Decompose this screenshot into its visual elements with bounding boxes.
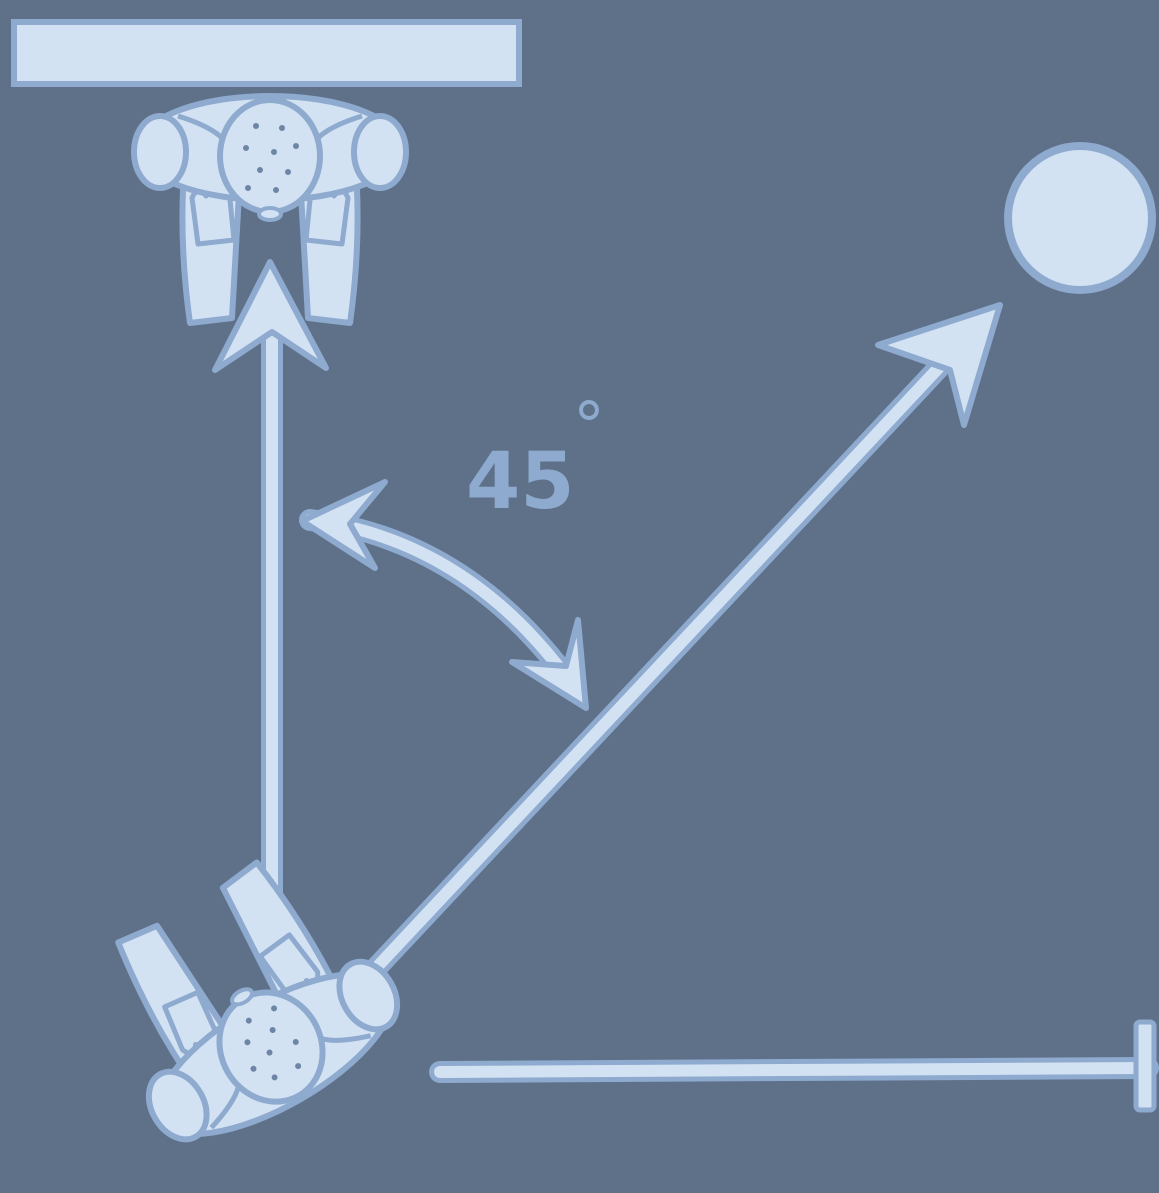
degree-symbol: ° <box>573 390 605 464</box>
angle-value: 45 <box>466 437 575 527</box>
person-top-view-rotated-icon <box>70 834 419 1167</box>
ball-icon <box>1008 146 1152 290</box>
angle-label: 45 ° <box>466 390 605 527</box>
top-bar <box>14 22 519 84</box>
end-marker <box>1136 1022 1154 1110</box>
horizontal-line <box>440 1022 1154 1110</box>
vertical-arrow <box>215 262 326 915</box>
diagonal-arrow <box>318 305 1000 1030</box>
